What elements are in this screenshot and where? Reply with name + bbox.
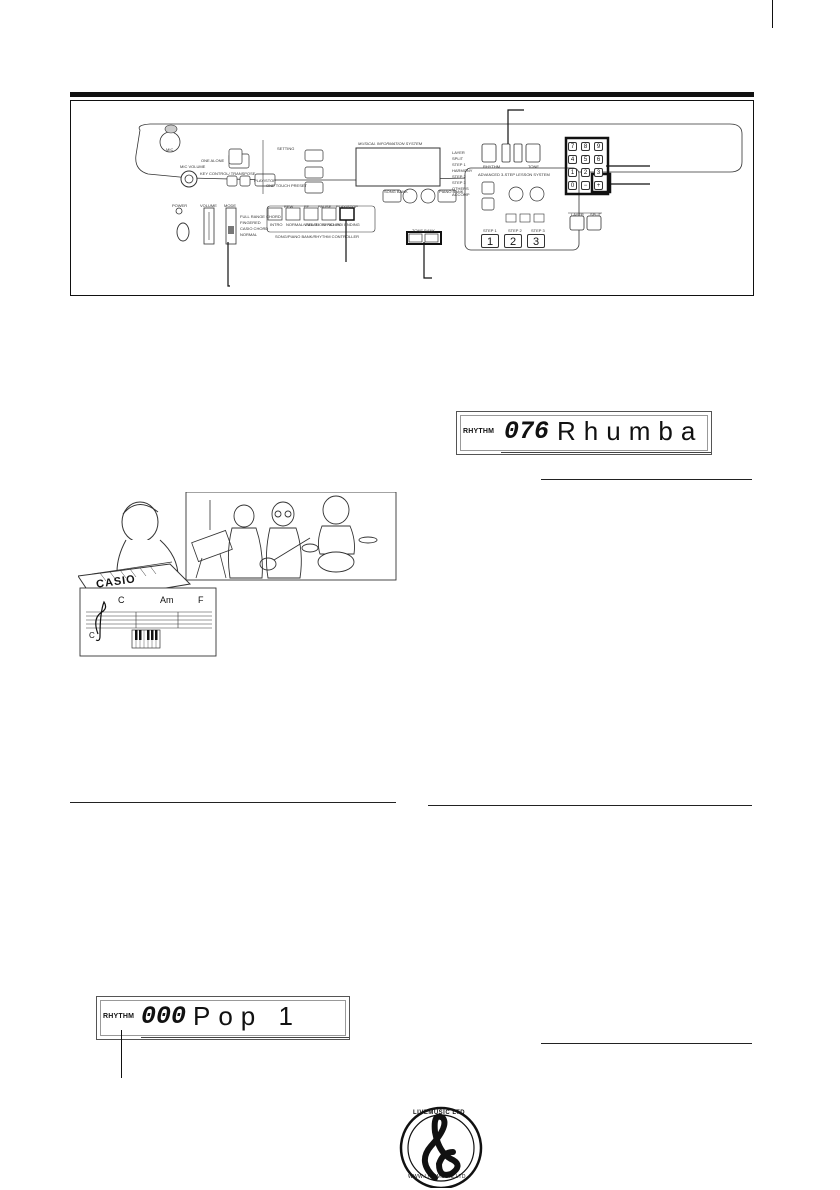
lcd-display-top-inner [460,415,708,451]
lcd-bottom-mode-label: RHYTHM [103,1013,135,1020]
numpad-key-9[interactable]: 9 [594,142,603,151]
controller-sub-variation: VARIATION/ FILL-IN [304,222,341,227]
header-rule [70,92,754,97]
controller-button-rew: REW [284,204,294,209]
info-system-label: MUSICAL INFORMATION SYSTEM [358,141,423,146]
display-side-label-2: SPLIT [452,156,464,161]
power-label: POWER [172,203,188,208]
step-label-2: STEP 2 [508,228,522,233]
piano-bank-label: PIANO BANK [439,189,464,194]
display-side-label-4: HARMONY [452,168,473,173]
display-side-label-6: STEP 3 [452,180,466,185]
step-button-2[interactable]: 2 [504,234,522,248]
numpad-key-8[interactable]: 8 [581,142,590,151]
song-bank-label: SONG BANK [384,189,408,194]
chord-label-c: C [118,595,125,605]
chord-label-f: F [198,595,204,605]
display-side-label-5: STEP 2 [452,174,466,179]
crop-mark-top [772,0,773,28]
watermark-bottom-text: WWW.LIVEMUSIC.LTD [408,1174,466,1180]
tone-bank-label: TONE BANK [412,228,436,233]
watermark-top-text: LIVEMUSIC LTD [413,1110,466,1116]
numpad-key-0[interactable]: 0 [568,181,577,190]
numpad-key-2[interactable]: 2 [581,168,590,177]
left-rule-1 [70,802,396,803]
key-control-label: KEY CONTROL/ TRANSPOSE [200,171,256,176]
numpad-key-3[interactable]: 3 [594,168,603,177]
right-rule-1 [541,479,752,480]
lcd-display-bottom: RHYTHM 000 Pop 1 [96,996,350,1040]
step-button-1[interactable]: 1 [481,234,499,248]
panel-diagram-frame [70,100,754,296]
tone-button-label: TONE [528,164,540,169]
right-rule-3 [541,1043,752,1044]
numpad-key-7[interactable]: 7 [568,142,577,151]
controller-sub-normal: NORMAL/ FILL-IN [286,222,319,227]
numpad-key-1[interactable]: 1 [568,168,577,177]
mode-label: MODE [224,203,236,208]
step-button-3[interactable]: 3 [527,234,545,248]
split-label: SPLIT [590,212,602,217]
chord-label-am: Am [160,595,174,605]
mode-option-3: CASIO CHORD [240,226,269,231]
numpad-key-6[interactable]: 6 [594,155,603,164]
mode-option-4: NORMAL [240,232,258,237]
keyboard-panel-diagram [135,109,743,287]
lcd-top-underline [501,452,711,453]
watermark-logo [399,1106,483,1188]
numpad-key-minus[interactable]: − [581,181,590,190]
display-side-label-7: OTHERS [452,186,469,191]
display-side-label-1: LAYER [452,150,465,155]
controller-button-ff: FF [304,204,309,209]
lcd-top-name: Rhumba [557,416,704,446]
lcd-top-number: 076 [504,417,550,446]
right-rule-2 [428,805,752,806]
advanced-lesson-label: ADVANCED 3-STEP LESSON SYSTEM [478,172,550,177]
lcd-display-top: RHYTHM 076 Rhumba [456,411,712,455]
numpad-key-4[interactable]: 4 [568,155,577,164]
lcd-bottom-underline [141,1037,349,1038]
one-touch-preset-label: ONE TOUCH PRESET [266,183,307,188]
setting-label: SETTING [277,146,295,151]
lcd-bottom-number: 000 [141,1002,187,1031]
mic-volume-label: MIC VOLUME [180,164,206,169]
step-label-1: STEP 1 [483,228,497,233]
controller-button-pause: PAUSE [318,204,332,209]
step-label-3: STEP 3 [531,228,545,233]
lcd-top-mode-label: RHYTHM [463,428,495,435]
mode-option-1: FULL RANGE CHORD [240,214,281,219]
volume-label: VOLUME [200,203,217,208]
numpad-key-plus[interactable]: + [594,181,603,190]
controller-label: SONG/PIANO BANK/RHYTHM CONTROLLER [275,234,360,239]
mic-label: MIC [166,147,174,152]
rhythm-button-label: RHYTHM [483,164,501,169]
numpad-key-5[interactable]: 5 [581,155,590,164]
one-alone-label: ONE ALONE [201,158,225,163]
band-illustration [78,492,397,657]
layer-label: LAYER [571,212,584,217]
display-side-label-8: ACCOMP [452,192,470,197]
controller-button-play-stop: PLAY/STOP [336,204,358,209]
display-side-label-3: STEP 1 [452,162,466,167]
chord-below-staff: C [89,631,95,640]
controller-sub-intro: INTRO [270,222,283,227]
lcd-bottom-name: Pop 1 [193,1001,301,1031]
lcd-display-bottom-inner [100,1000,346,1036]
controller-sub-synchro: SYNCHRO/ ENDING [322,222,360,227]
play-stop-label: PLAY/STOP [254,178,276,183]
mode-option-2: FINGERED [240,220,261,225]
rhythm-pointer-line [121,1030,122,1078]
